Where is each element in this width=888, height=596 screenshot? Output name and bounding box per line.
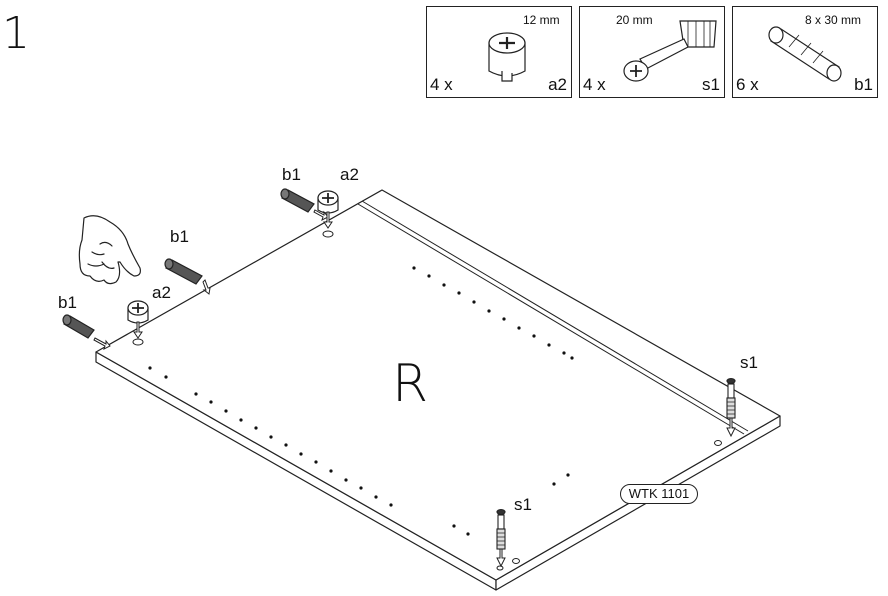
step-number: 1 [2,8,30,59]
callout-s1: s1 [740,353,758,372]
part-size: 8 x 30 mm [805,13,862,27]
part-box-cam-lock: 12 mm 4 x a2 [426,6,572,98]
part-box-dowel: 8 x 30 mm 6 x b1 [732,6,878,98]
part-size: 12 mm [523,13,560,27]
arrow-icon [133,321,143,339]
part-code: a2 [548,75,567,94]
dowel-icon [62,314,95,339]
panel-top-face [95,189,781,581]
dowel-hole [322,230,334,238]
part-quantity: 4 x [583,75,606,94]
dowel-icon [164,258,203,285]
hand-icon [78,215,141,285]
cam-bolt-icon [496,508,506,550]
part-quantity: 6 x [736,75,759,94]
cam-hole [512,558,520,564]
panel-label: R [392,354,429,414]
arrow-icon [323,211,333,229]
cam-hole [496,565,504,571]
shelf-holes [148,266,574,536]
part-quantity: 4 x [430,75,453,94]
arrow-icon [313,209,329,221]
callout-a2: a2 [152,283,171,302]
cam-bolt-icon [726,377,736,419]
arrow-icon [202,279,211,295]
cam-hole [714,440,722,446]
callout-a2: a2 [340,165,359,184]
callout-b1: b1 [58,293,77,312]
arrow-icon [93,337,111,350]
panel-tag: WTK 1101 [620,484,698,504]
cam-lock-icon [488,32,526,82]
cam-lock-icon [127,300,149,324]
callout-s1: s1 [514,495,532,514]
part-code: s1 [702,75,720,94]
callout-b1: b1 [282,165,301,184]
part-box-cam-bolt: 20 mm 4 x s1 [579,6,725,98]
dowel-hole [132,338,144,346]
cam-lock-icon [317,190,339,214]
part-code: b1 [854,75,873,94]
arrow-icon [726,417,736,438]
dowel-icon [768,26,842,82]
callout-b1: b1 [170,227,189,246]
part-size: 20 mm [616,13,653,27]
dowel-icon [280,188,315,213]
cam-bolt-icon [623,20,717,82]
panel-groove [357,200,749,435]
arrow-icon [496,548,506,568]
